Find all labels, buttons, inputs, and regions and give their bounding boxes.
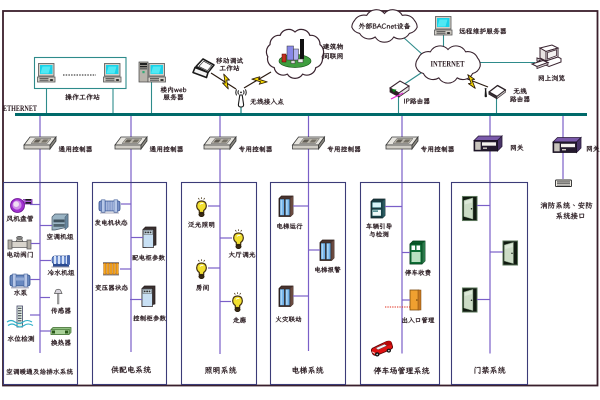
svg-text:ETHERNET: ETHERNET xyxy=(3,103,37,113)
svg-text:INTERNET: INTERNET xyxy=(431,59,465,69)
